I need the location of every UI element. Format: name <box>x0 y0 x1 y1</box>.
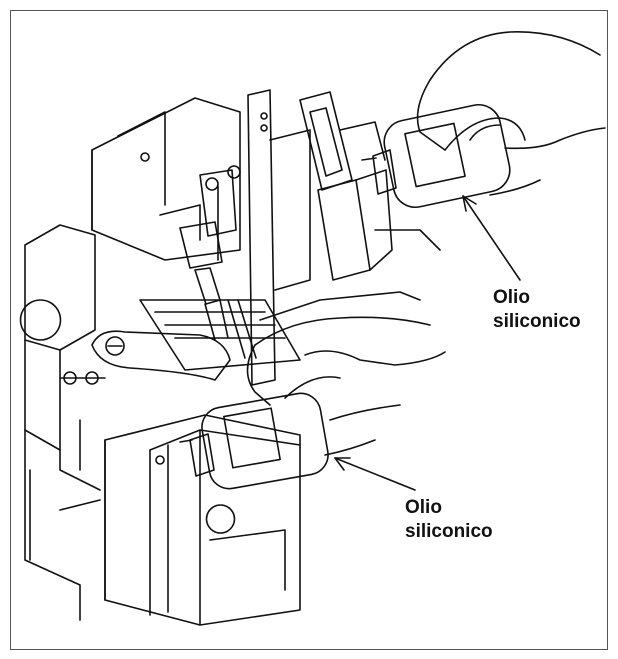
arrow-line-lower <box>334 457 416 491</box>
presser-arm <box>59 330 231 385</box>
machine-back-body <box>91 97 241 261</box>
callout-upper-line2: siliconico <box>493 311 581 332</box>
arrow-line-upper <box>462 195 521 281</box>
machine-left-frame <box>19 224 101 621</box>
upper-hand-bottle <box>361 31 606 209</box>
callout-upper-line1: Olio <box>493 287 530 308</box>
arrow-head-lower <box>334 457 351 471</box>
callout-upper: Olio siliconico <box>493 286 581 334</box>
arrow-head-upper <box>462 195 477 212</box>
upper-mechanism <box>247 89 441 386</box>
lower-hand-bottle <box>179 316 446 490</box>
callout-lower-line1: Olio <box>405 497 442 518</box>
callout-lower: Olio siliconico <box>405 496 493 544</box>
lower-housing <box>59 414 301 626</box>
needle-bar-assembly <box>179 165 241 341</box>
callout-lower-line2: siliconico <box>405 521 493 542</box>
callout-arrows <box>334 195 521 491</box>
diagram-frame <box>10 10 608 650</box>
